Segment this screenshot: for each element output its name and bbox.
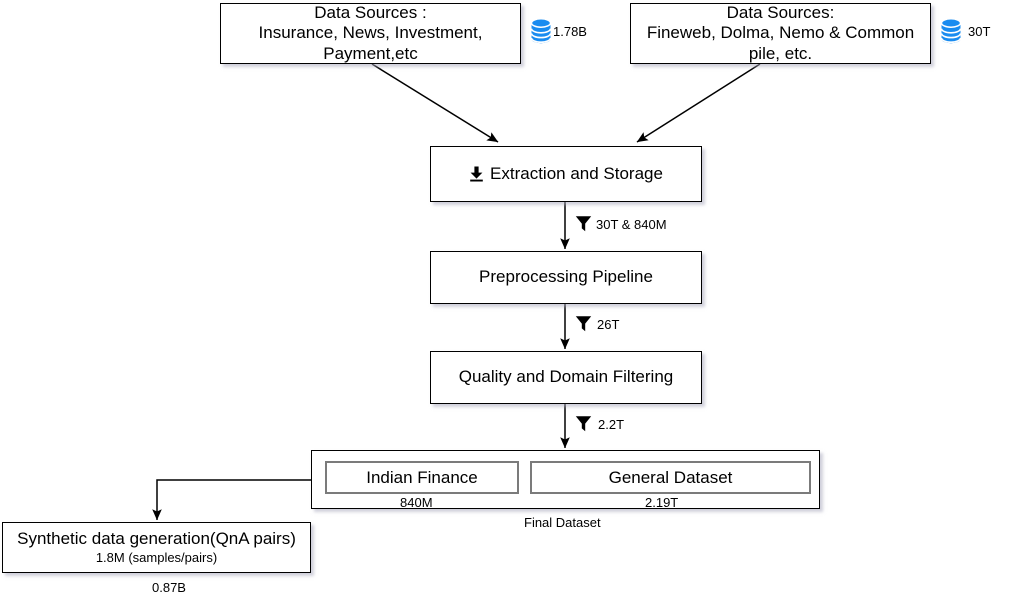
node-data-sources-right-label: Data Sources: Fineweb, Dolma, Nemo & Com… [646,3,915,63]
final-dataset-item-indian-finance-label: Indian Finance [366,467,478,487]
final-dataset-item-general-dataset-value: 2.19T [645,495,679,510]
node-quality-and-domain-filtering-label: Quality and Domain Filtering [458,367,674,387]
final-dataset-item-indian-finance[interactable]: Indian Finance [325,461,519,494]
final-dataset-item-indian-finance-value: 840M [400,495,433,510]
node-data-sources-left[interactable]: Data Sources : Insurance, News, Investme… [220,3,521,64]
node-preprocessing-pipeline-label: Preprocessing Pipeline [479,267,653,287]
node-preprocessing-pipeline[interactable]: Preprocessing Pipeline [430,251,702,304]
synthetic-data-footer-value: 0.87B [152,580,186,595]
edge-final-to-synthetic [152,479,311,521]
node-synthetic-data-generation-label: Synthetic data generation(QnA pairs) [17,529,296,549]
final-dataset-item-general-dataset[interactable]: General Dataset [530,461,811,494]
node-extraction-and-storage-label: Extraction and Storage [490,163,663,183]
node-data-sources-right[interactable]: Data Sources: Fineweb, Dolma, Nemo & Com… [630,3,931,64]
edge-label-preprocessing-to-quality: 26T [597,317,620,332]
data-sources-right-badge-value: 30T [968,24,991,39]
edge-source-right-to-extraction [636,63,761,143]
final-dataset-item-general-dataset-label: General Dataset [608,467,733,487]
download-icon [470,166,483,182]
database-icon [940,18,962,44]
edge-label-extraction-to-preprocessing: 30T & 840M [596,217,667,232]
node-synthetic-data-generation[interactable]: Synthetic data generation(QnA pairs) 1.8… [2,522,311,573]
database-icon [530,18,552,44]
node-synthetic-data-generation-sub: 1.8M (samples/pairs) [95,550,218,566]
node-extraction-and-storage[interactable]: Extraction and Storage [430,146,702,202]
funnel-icon [575,416,592,432]
final-dataset-caption: Final Dataset [524,515,601,530]
node-data-sources-left-label: Data Sources : Insurance, News, Investme… [258,3,483,63]
edge-label-quality-to-final: 2.2T [598,417,625,432]
data-sources-left-badge-value: 1.78B [553,24,587,39]
funnel-icon [575,316,592,332]
node-quality-and-domain-filtering[interactable]: Quality and Domain Filtering [430,351,702,404]
edge-source-left-to-extraction [371,63,499,143]
funnel-icon [575,216,592,232]
